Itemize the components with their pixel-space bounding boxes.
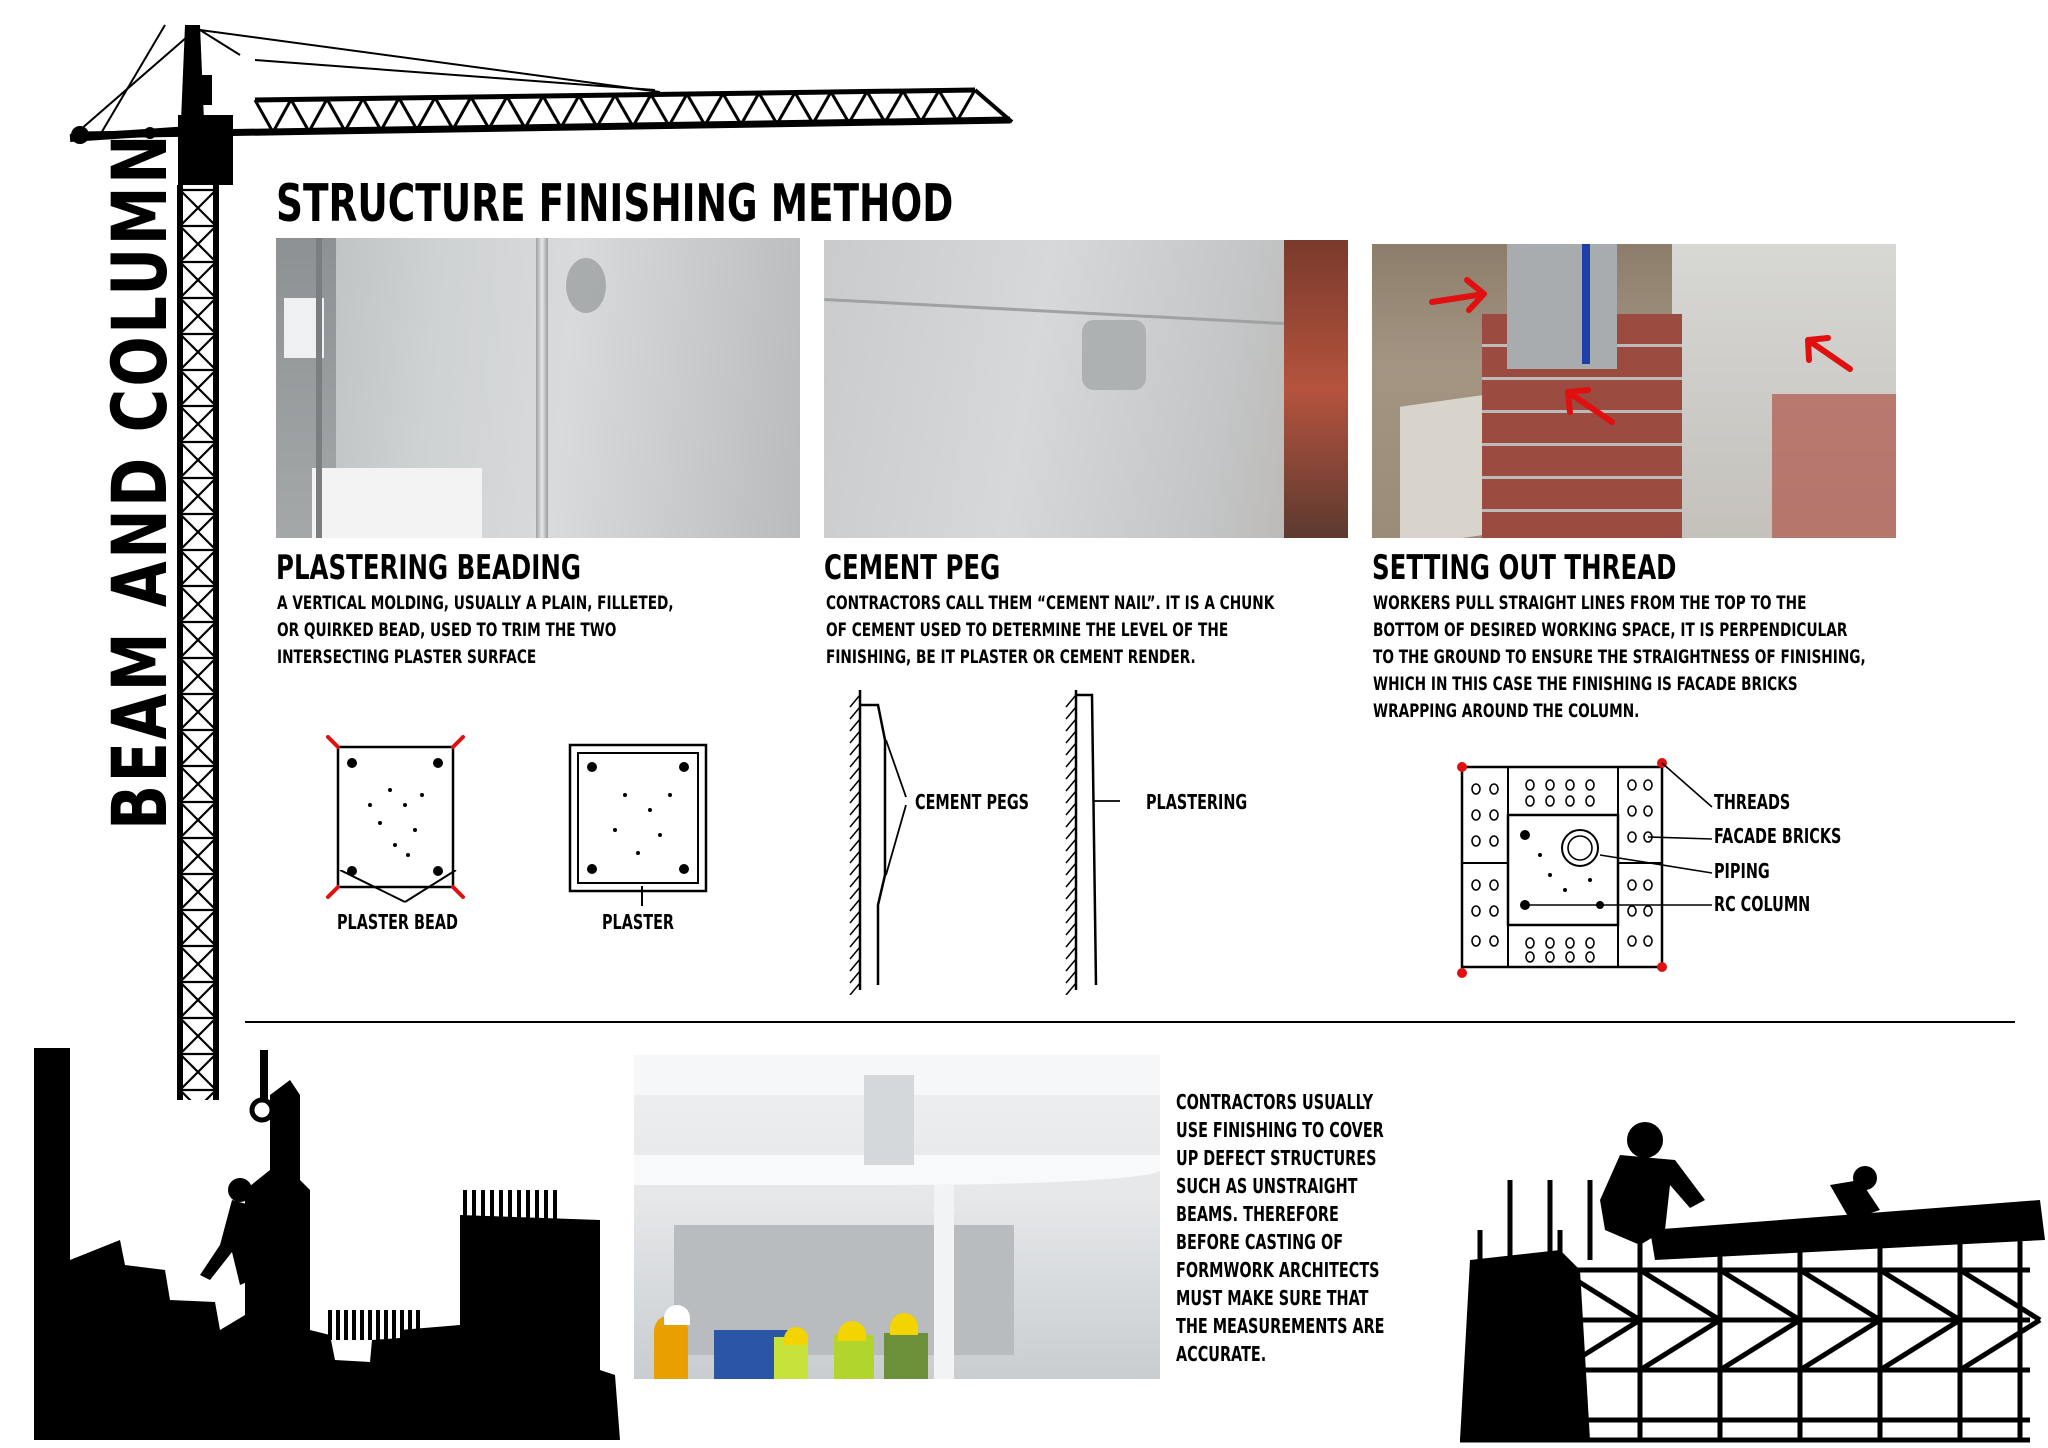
plaster-bead-leader (339, 870, 643, 906)
section-body: WORKERS PULL STRAIGHT LINES FROM THE TOP… (1373, 592, 1866, 722)
page-title: STRUCTURE FINISHING METHOD (276, 174, 954, 234)
worker-silhouette (34, 1048, 620, 1440)
label-plaster-bead: PLASTER BEAD (337, 910, 458, 934)
section-title: CEMENT PEG (824, 548, 1001, 588)
label-facade-bricks: FACADE BRICKS (1714, 824, 1842, 848)
setting-out-thread-diagram (1457, 758, 1713, 978)
plaster-bead-diagram (326, 735, 708, 899)
note-text: CONTRACTORS USUALLY USE FINISHING TO COV… (1176, 1090, 1385, 1366)
label-rc-column: RC COLUMN (1714, 892, 1811, 916)
divider (245, 1021, 2015, 1023)
label-plaster: PLASTER (602, 910, 674, 934)
plaster-beading-photo (276, 238, 800, 538)
section-body: CONTRACTORS CALL THEM “CEMENT NAIL”. IT … (826, 592, 1275, 668)
label-piping: PIPING (1714, 859, 1770, 883)
section-setting-out-thread: SETTING OUT THREAD (1372, 548, 1795, 588)
tower-crane-silhouette (69, 24, 1014, 1100)
label-cement-pegs: CEMENT PEGS (915, 790, 1030, 814)
setting-out-thread-photo (1372, 244, 1896, 538)
label-plastering: PLASTERING (1146, 790, 1248, 814)
cement-peg-photo (824, 240, 1348, 538)
cement-peg-diagram (849, 690, 1120, 995)
interior-photo (634, 1055, 1160, 1379)
section-plastering-beading: PLASTERING BEADING (276, 548, 700, 588)
page-number: 40 (1968, 1372, 1993, 1397)
side-title: BEAM AND COLUMN (95, 132, 184, 830)
section-title: SETTING OUT THREAD (1372, 548, 1677, 588)
section-body: A VERTICAL MOLDING, USUALLY A PLAIN, FIL… (277, 592, 674, 668)
section-cement-peg: CEMENT PEG (824, 548, 1069, 588)
label-threads: THREADS (1714, 790, 1791, 814)
scaffolding-silhouette (1460, 1122, 2045, 1443)
section-title: PLASTERING BEADING (276, 548, 581, 588)
